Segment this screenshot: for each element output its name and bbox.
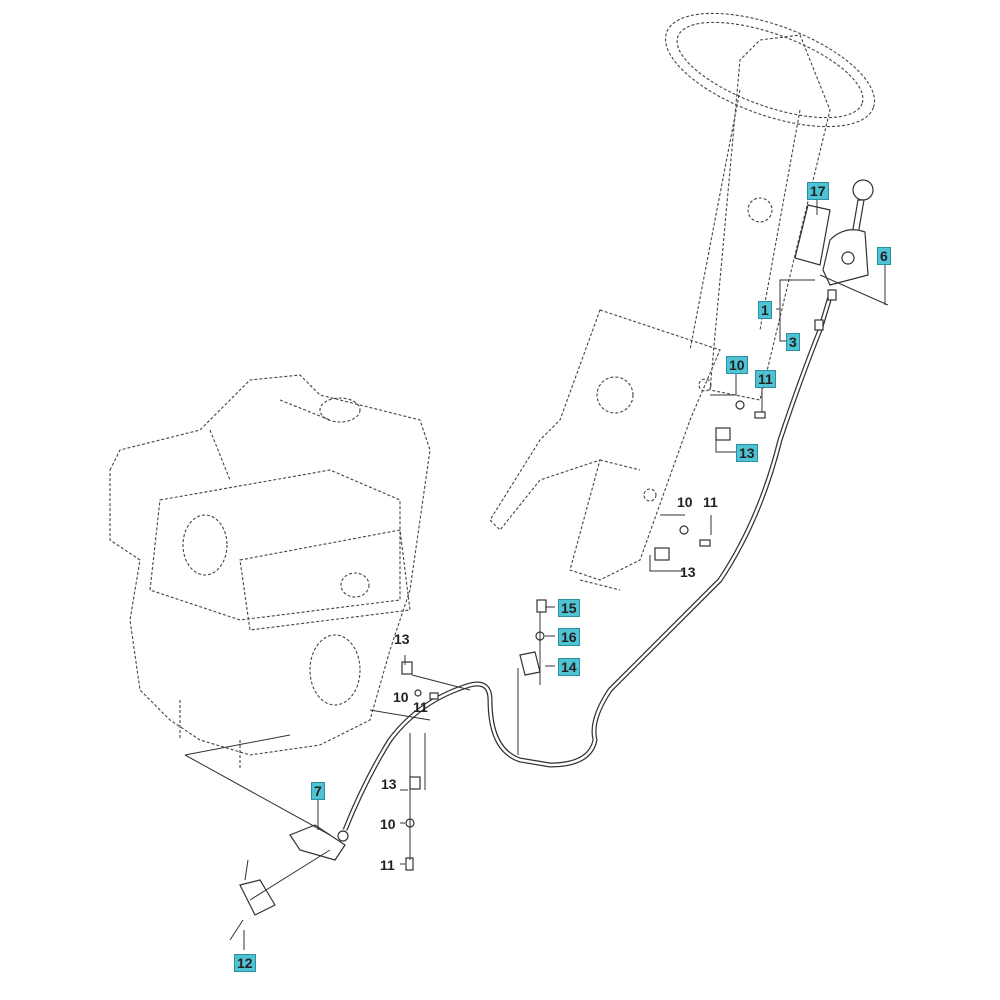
callout-10-plain: 10 <box>380 816 396 832</box>
callout-13: 13 <box>736 444 758 462</box>
callout-10: 10 <box>726 356 748 374</box>
callout-16: 16 <box>558 628 580 646</box>
leader-lines <box>243 198 886 950</box>
callout-12: 12 <box>234 954 256 972</box>
callout-1: 1 <box>758 301 772 319</box>
engine <box>109 374 431 770</box>
callout-7: 7 <box>311 782 325 800</box>
throttle-lever <box>794 179 889 306</box>
callout-13-plain: 13 <box>680 564 696 580</box>
throttle-cable <box>342 289 835 831</box>
callout-11-plain: 11 <box>703 494 718 510</box>
callout-10-plain: 10 <box>677 494 693 510</box>
callout-3: 3 <box>786 333 800 351</box>
callout-14: 14 <box>558 658 580 676</box>
engine-bracket <box>184 734 349 941</box>
callout-10-plain: 10 <box>393 689 409 705</box>
callout-6: 6 <box>877 247 891 265</box>
callout-13-plain: 13 <box>394 631 410 647</box>
callout-11: 11 <box>755 370 776 388</box>
callout-13-plain: 13 <box>381 776 397 792</box>
callout-11-plain: 11 <box>380 857 395 873</box>
callout-11-plain: 11 <box>413 699 428 715</box>
steering-column <box>489 12 876 591</box>
callout-17: 17 <box>807 182 829 200</box>
hardware <box>401 289 837 871</box>
callout-15: 15 <box>558 599 580 617</box>
